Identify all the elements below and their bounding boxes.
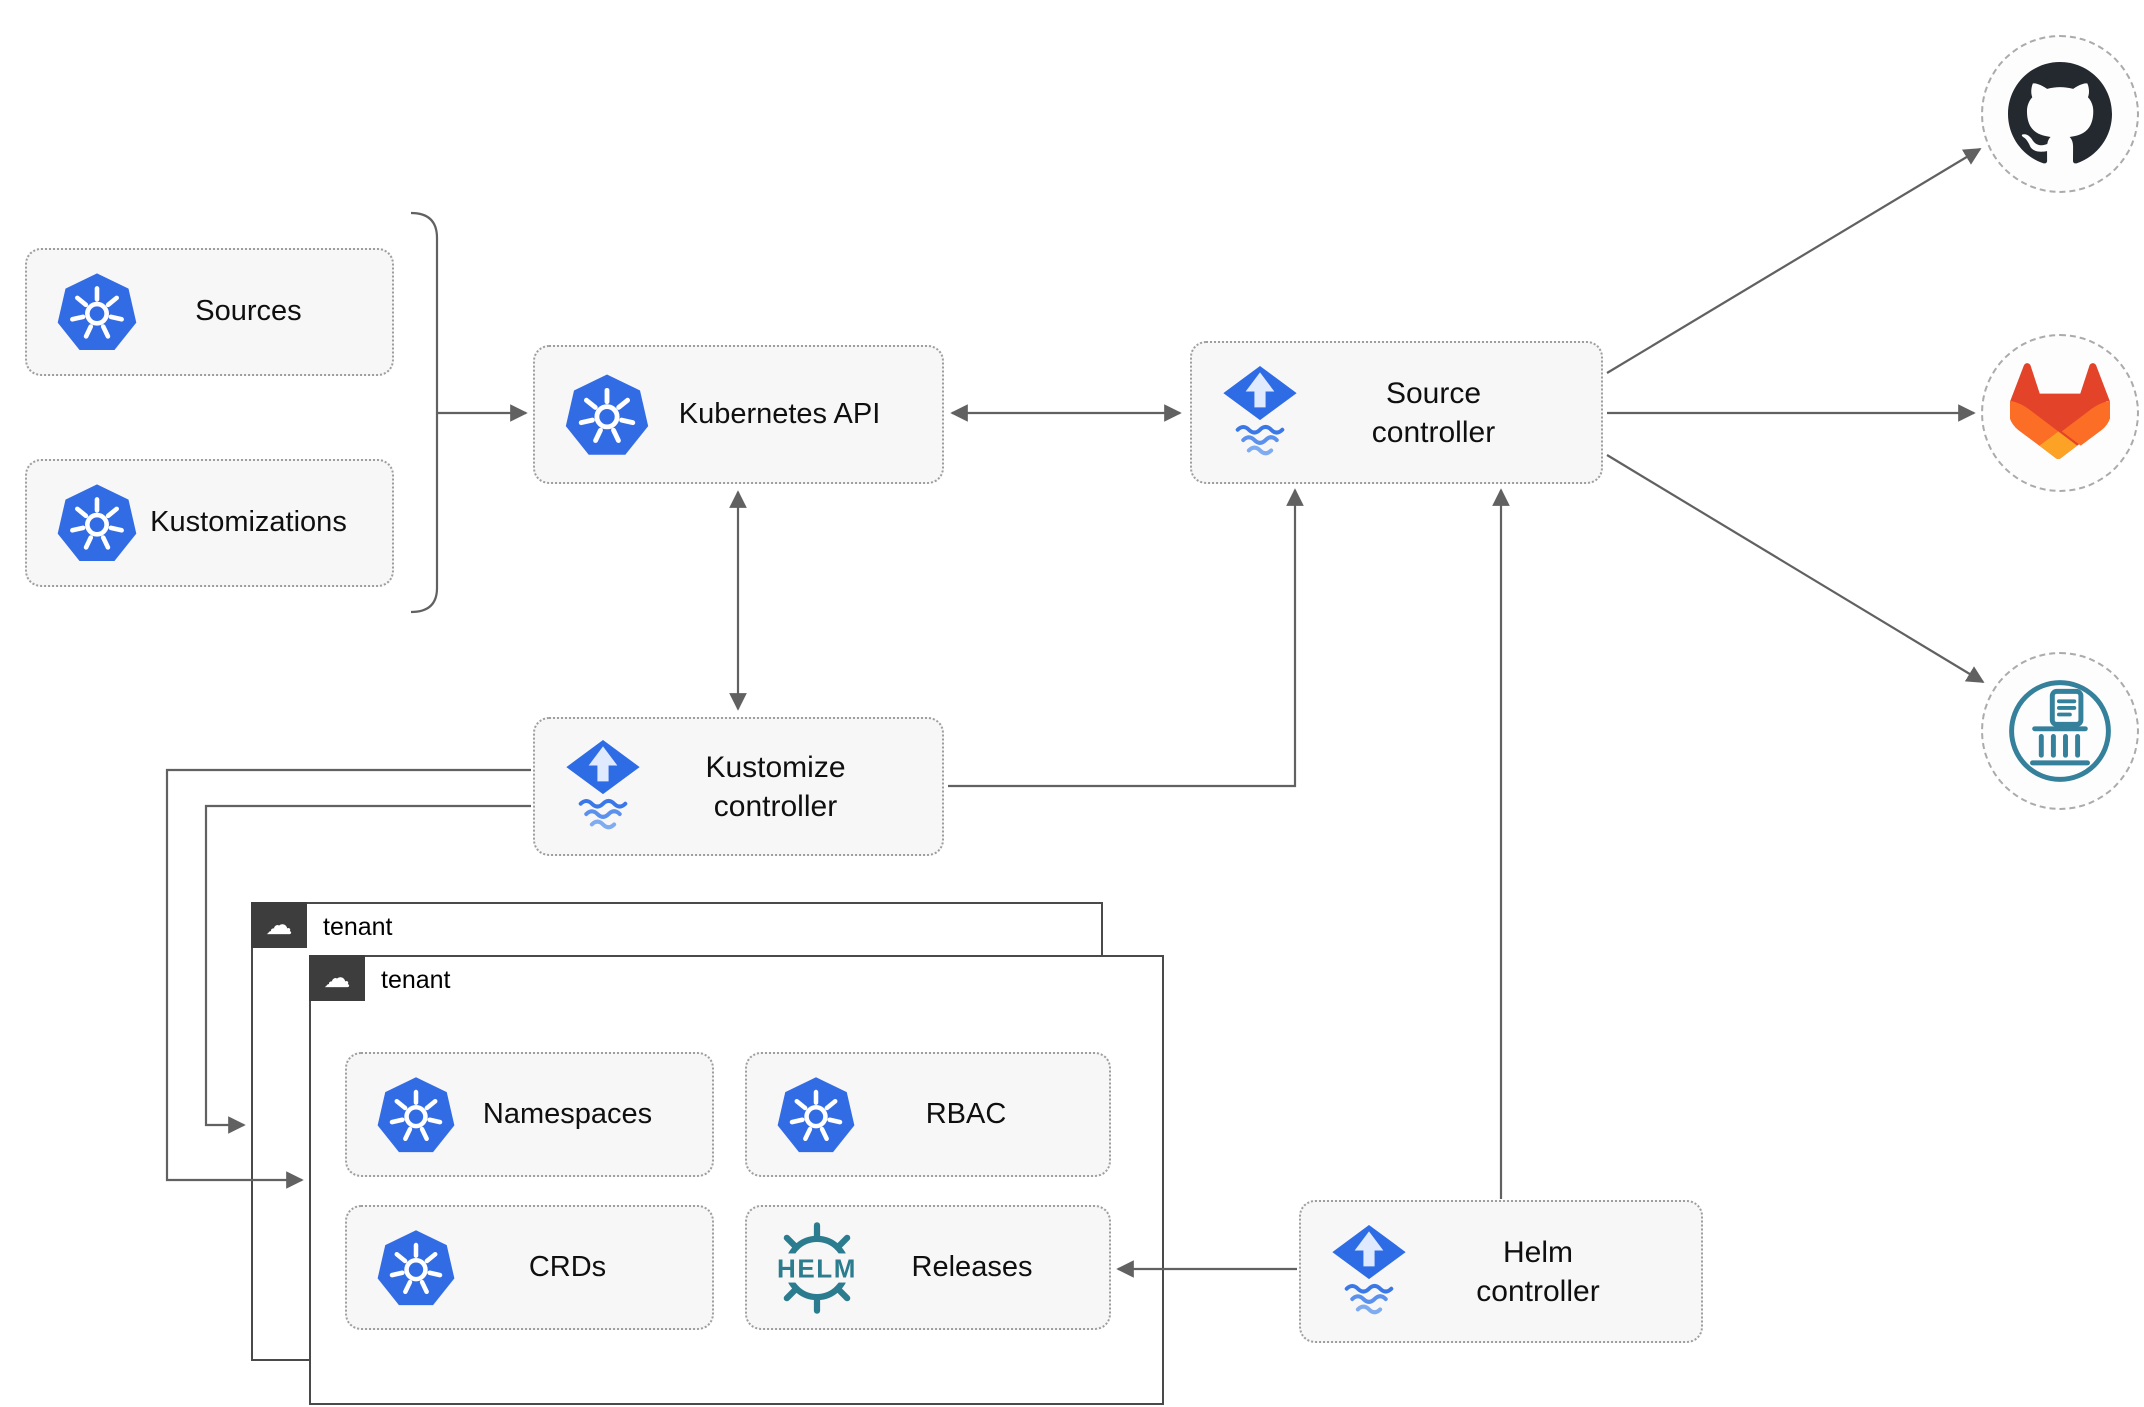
node-label: Releases xyxy=(911,1250,1033,1283)
node-label: Kustomizations xyxy=(150,506,347,539)
cloud-glyph: ☁ xyxy=(323,962,351,993)
node-releases: HELM Releases xyxy=(745,1205,1111,1330)
node-label: CRDs xyxy=(528,1250,607,1283)
node-sources: Sources xyxy=(25,248,394,376)
tenant-label: tenant xyxy=(381,966,451,994)
kubernetes-icon xyxy=(375,1074,457,1156)
cloud-glyph: ☁ xyxy=(265,909,293,940)
kubernetes-icon xyxy=(55,481,139,565)
tenant-box-front: ☁ tenant xyxy=(309,955,1164,1405)
node-label: RBAC xyxy=(925,1097,1007,1130)
node-source-controller: Source controller xyxy=(1190,341,1603,484)
edge-source-to-chartmuseum xyxy=(1606,454,1985,683)
helm-logo-text: HELM xyxy=(777,1253,857,1283)
node-kubernetes-api: Kubernetes API xyxy=(533,345,944,484)
helm-icon: HELM xyxy=(765,1216,869,1320)
endpoint-gitlab xyxy=(1981,334,2139,492)
kubernetes-icon xyxy=(55,270,139,354)
node-label: Helm controller xyxy=(1476,1235,1600,1308)
flux-icon xyxy=(1220,365,1300,460)
cloud-icon: ☁ xyxy=(309,955,365,1001)
gitlab-icon xyxy=(2010,363,2110,463)
node-label: Source controller xyxy=(1371,376,1496,449)
kubernetes-icon xyxy=(775,1074,857,1156)
edge-kustomize-to-source-controller xyxy=(948,488,1304,788)
flux-icon xyxy=(563,739,643,834)
endpoint-chartmuseum xyxy=(1981,652,2139,810)
bracket-sources-group xyxy=(410,211,439,614)
node-helm-controller: Helm controller xyxy=(1299,1200,1703,1343)
edge-source-to-github xyxy=(1606,148,1982,374)
node-label: Sources xyxy=(195,295,302,328)
endpoint-github xyxy=(1981,35,2139,193)
node-label: Namespaces xyxy=(482,1097,653,1130)
node-label: Kubernetes API xyxy=(678,397,881,430)
flux-icon xyxy=(1329,1224,1409,1319)
node-kustomize-controller: Kustomize controller xyxy=(533,717,944,856)
node-label: Kustomize controller xyxy=(705,750,846,823)
node-crds: CRDs xyxy=(345,1205,714,1330)
node-namespaces: Namespaces xyxy=(345,1052,714,1177)
kubernetes-icon xyxy=(563,371,651,459)
node-kustomizations: Kustomizations xyxy=(25,459,394,587)
cloud-icon: ☁ xyxy=(251,902,307,948)
tenant-label: tenant xyxy=(323,913,393,941)
chartmuseum-icon xyxy=(2005,676,2115,786)
node-rbac: RBAC xyxy=(745,1052,1111,1177)
kubernetes-icon xyxy=(375,1227,457,1309)
github-icon xyxy=(2008,62,2112,166)
